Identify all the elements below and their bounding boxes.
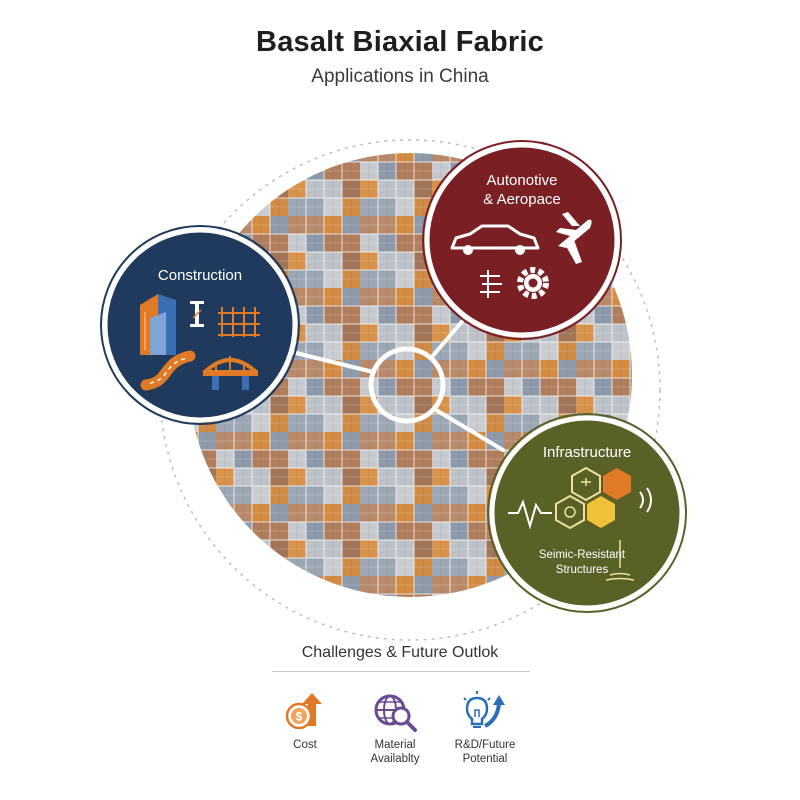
infrastructure-bubble	[487, 413, 687, 613]
airplane-icon	[556, 212, 592, 264]
car-icon	[450, 224, 540, 255]
gear-icon	[517, 267, 549, 299]
outlook-item-material: Material Availablty	[335, 690, 455, 766]
outlook-section-title: Challenges & Future Outlok	[301, 644, 499, 661]
outlook-label-cost: Cost	[293, 739, 317, 751]
building-icon	[140, 294, 176, 355]
seismic-resistant-label: Seimic-Resistant Structures	[522, 548, 642, 578]
construction-label: Construction	[157, 267, 243, 284]
ground-lines-icon	[605, 540, 635, 581]
center-focus-ring	[368, 346, 446, 424]
outlook-label-material: Material Availablty	[370, 739, 420, 765]
infrastructure-label: Infrastructure	[542, 444, 632, 461]
lightbulb-arrow-icon	[463, 691, 505, 728]
page-subtitle: Applications in China	[311, 66, 489, 87]
i-beam-icon	[190, 301, 204, 327]
automotive-aerospace-label: Autonotive & Aeropace	[462, 171, 582, 209]
hexagon-cluster-icon	[555, 466, 631, 530]
automotive-aerospace-bubble	[422, 140, 622, 340]
rebar-grid-icon	[218, 307, 260, 337]
svg-text:$: $	[296, 710, 303, 724]
cost-dollar-arrow-icon: $	[285, 693, 322, 730]
automotive-label-line2: & Aeropace	[483, 191, 561, 208]
globe-magnifier-icon	[374, 694, 417, 732]
page-title: Basalt Biaxial Fabric	[256, 26, 544, 58]
vibration-waves-icon	[639, 487, 652, 513]
outlook-divider	[272, 671, 530, 672]
outlook-item-rnd: R&D/Future Potential	[425, 690, 545, 766]
seismic-wave-icon	[508, 499, 552, 530]
outlook-item-cost: $ Cost	[245, 690, 365, 752]
construction-bubble	[100, 225, 300, 425]
road-icon	[140, 350, 196, 391]
automotive-label-line1: Autonotive	[486, 172, 558, 189]
outlook-label-rnd: R&D/Future Potential	[454, 739, 516, 765]
seismic-label-line1: Seimic-Resistant	[538, 549, 626, 561]
spring-component-icon	[480, 270, 502, 298]
seismic-label-line2: Structures	[555, 564, 609, 576]
bridge-icon	[203, 356, 258, 390]
